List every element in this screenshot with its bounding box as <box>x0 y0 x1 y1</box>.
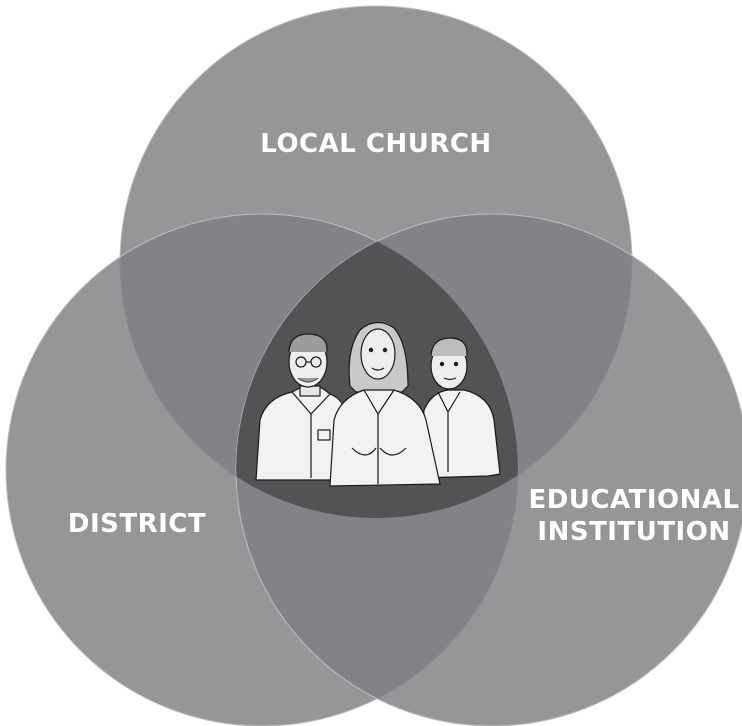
label-educational: EDUCATIONAL <box>528 485 739 515</box>
label-institution: INSTITUTION <box>537 517 730 547</box>
three-people-icon <box>255 321 501 487</box>
person-young-man-icon <box>419 337 501 479</box>
label-district: DISTRICT <box>68 509 206 539</box>
label-local-church: LOCAL CHURCH <box>260 129 491 159</box>
person-woman-icon <box>329 321 441 487</box>
